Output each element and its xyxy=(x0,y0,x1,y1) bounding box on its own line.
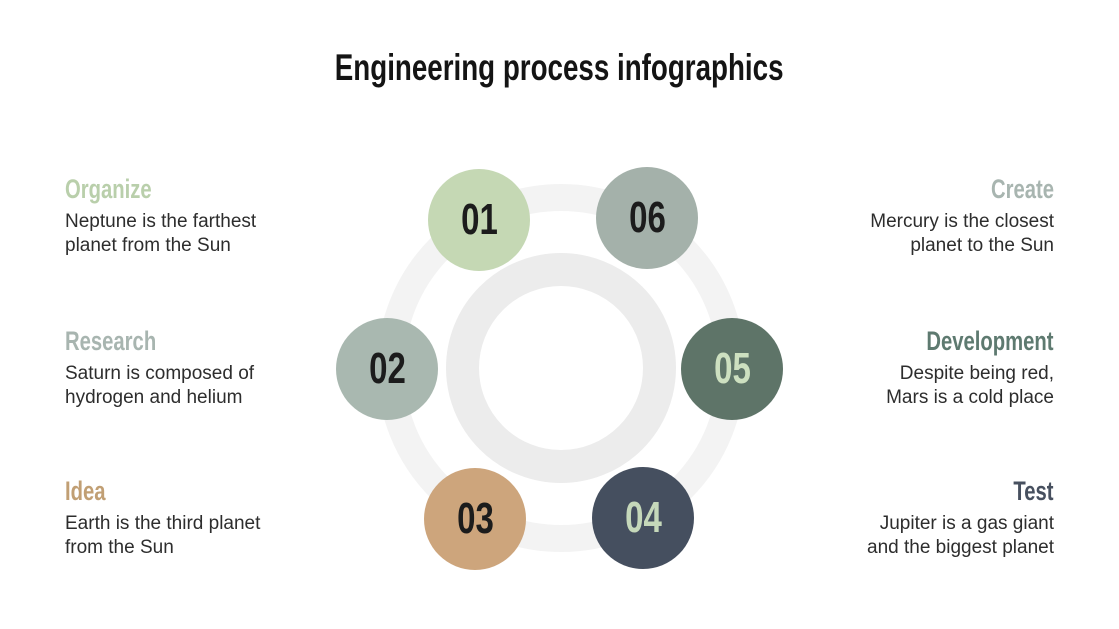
step-number-06: 06 xyxy=(628,193,666,242)
step-description-test: Jupiter is a gas giant and the biggest p… xyxy=(824,512,1054,560)
step-description-idea: Earth is the third planet from the Sun xyxy=(65,512,295,560)
step-number-03: 03 xyxy=(456,494,494,543)
step-description-line: planet to the Sun xyxy=(910,235,1054,256)
background-ring-inner xyxy=(446,253,676,483)
step-description-line: Despite being red, xyxy=(899,363,1054,384)
step-heading-idea-text: Idea xyxy=(65,476,106,506)
step-heading-development: Development xyxy=(824,325,1054,358)
step-heading-research-text: Research xyxy=(65,326,157,356)
step-description-research: Saturn is composed of hydrogen and heliu… xyxy=(65,362,295,410)
step-circle-06: 06 xyxy=(596,167,698,269)
step-description-development: Despite being red, Mars is a cold place xyxy=(824,362,1054,410)
step-description-line: Mars is a cold place xyxy=(886,387,1054,408)
step-block-organize: Organize Neptune is the farthest planet … xyxy=(65,173,295,258)
step-number-05: 05 xyxy=(713,344,751,393)
step-number-01: 01 xyxy=(460,195,498,244)
step-block-idea: Idea Earth is the third planet from the … xyxy=(65,475,295,560)
step-description-organize: Neptune is the farthest planet from the … xyxy=(65,210,295,258)
step-number-04: 04 xyxy=(624,493,662,542)
step-heading-research: Research xyxy=(65,325,295,358)
step-number-02: 02 xyxy=(368,344,406,393)
step-description-line: Jupiter is a gas giant xyxy=(879,513,1054,534)
step-heading-organize: Organize xyxy=(65,173,295,206)
step-description-line: planet from the Sun xyxy=(65,235,231,256)
step-description-line: Mercury is the closest xyxy=(870,211,1054,232)
step-description-line: from the Sun xyxy=(65,537,174,558)
step-heading-create: Create xyxy=(824,173,1054,206)
step-circle-03: 03 xyxy=(424,468,526,570)
step-block-development: Development Despite being red, Mars is a… xyxy=(824,325,1054,410)
step-description-line: Earth is the third planet xyxy=(65,513,261,534)
step-description-line: Neptune is the farthest xyxy=(65,211,257,232)
step-circle-04: 04 xyxy=(592,467,694,569)
step-heading-idea: Idea xyxy=(65,475,295,508)
step-block-create: Create Mercury is the closest planet to … xyxy=(824,173,1054,258)
slide-title: Engineering process infographics xyxy=(0,48,1119,88)
step-description-create: Mercury is the closest planet to the Sun xyxy=(824,210,1054,258)
step-heading-organize-text: Organize xyxy=(65,174,152,204)
step-description-line: Saturn is composed of xyxy=(65,363,255,384)
step-circle-01: 01 xyxy=(428,169,530,271)
slide-title-text: Engineering process infographics xyxy=(335,47,784,88)
step-circle-02: 02 xyxy=(336,318,438,420)
step-circle-05: 05 xyxy=(681,318,783,420)
step-block-test: Test Jupiter is a gas giant and the bigg… xyxy=(824,475,1054,560)
step-heading-test: Test xyxy=(824,475,1054,508)
step-heading-development-text: Development xyxy=(926,326,1054,356)
step-description-line: and the biggest planet xyxy=(867,537,1054,558)
step-heading-test-text: Test xyxy=(1013,476,1054,506)
step-block-research: Research Saturn is composed of hydrogen … xyxy=(65,325,295,410)
step-description-line: hydrogen and helium xyxy=(65,387,243,408)
step-heading-create-text: Create xyxy=(990,174,1054,204)
